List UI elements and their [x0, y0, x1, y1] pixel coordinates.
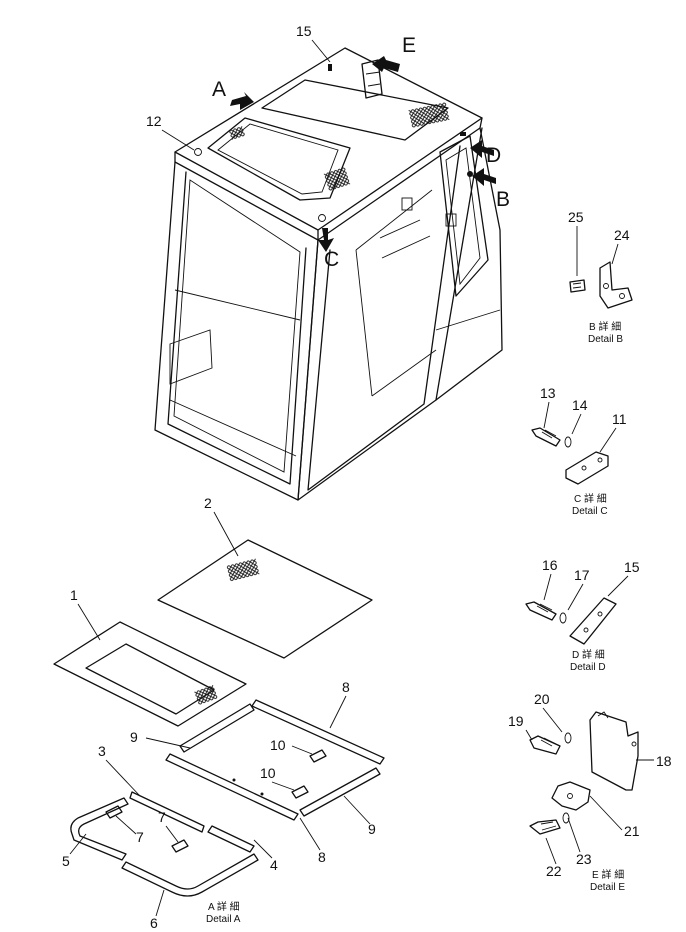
- label-7-right: 7: [158, 809, 166, 825]
- detail-a-en: Detail A: [206, 914, 241, 925]
- view-letter-b: B: [496, 188, 510, 211]
- label-22: 22: [546, 863, 562, 879]
- detail-b-en: Detail B: [588, 334, 623, 345]
- label-18: 18: [656, 753, 672, 769]
- detail-c-jp: C 詳 細: [574, 492, 607, 505]
- detail-e-jp: E 詳 細: [592, 868, 624, 881]
- detail-c: 13 14 11 C 詳 細 Detail C: [531, 385, 627, 517]
- label-4: 4: [270, 857, 278, 873]
- detail-d: 16 17 15 D 詳 細 Detail D: [525, 557, 640, 673]
- view-letter-c: C: [324, 248, 339, 271]
- label-5: 5: [62, 853, 70, 869]
- label-7-left: 7: [136, 829, 144, 845]
- label-8-top: 8: [342, 679, 350, 695]
- part-1-window: 1: [53, 587, 247, 727]
- label-8-bottom: 8: [318, 849, 326, 865]
- label-17: 17: [574, 567, 590, 583]
- label-11: 11: [612, 411, 627, 427]
- label-15-top: 15: [296, 23, 312, 39]
- detail-d-en: Detail D: [570, 662, 606, 673]
- label-9-right: 9: [368, 821, 376, 837]
- detail-c-en: Detail C: [572, 506, 608, 517]
- frame-assembly: 8 9 10 10 9 8: [130, 679, 385, 865]
- label-24: 24: [614, 227, 630, 243]
- detail-e-en: Detail E: [590, 882, 625, 893]
- label-13: 13: [540, 385, 556, 401]
- detail-d-jp: D 詳 細: [572, 648, 605, 661]
- label-23: 23: [576, 851, 592, 867]
- view-letter-a: A: [212, 78, 226, 101]
- label-3: 3: [98, 743, 106, 759]
- label-21: 21: [624, 823, 640, 839]
- view-arrows: [230, 56, 496, 252]
- label-9-left: 9: [130, 729, 138, 745]
- label-2: 2: [204, 495, 212, 511]
- label-16: 16: [542, 557, 558, 573]
- label-20: 20: [534, 691, 550, 707]
- label-1: 1: [70, 587, 78, 603]
- label-14: 14: [572, 397, 588, 413]
- label-15-detail: 15: [624, 559, 640, 575]
- detail-e: 20 19 18 21 22 23 E 詳 細 Detail E: [508, 691, 672, 893]
- label-6: 6: [150, 915, 158, 931]
- label-19: 19: [508, 713, 524, 729]
- part-2-sheet: 2: [157, 495, 373, 659]
- label-10-top: 10: [270, 737, 286, 753]
- detail-b: 25 24 B 詳 細 Detail B: [568, 209, 633, 345]
- label-12: 12: [146, 113, 162, 129]
- view-letter-d: D: [486, 144, 501, 167]
- view-letter-e: E: [402, 34, 416, 57]
- detail-a-jp: A 詳 細: [208, 900, 240, 913]
- detail-b-jp: B 詳 細: [589, 320, 621, 333]
- cab-assembly: [154, 47, 503, 501]
- detail-a: 3 7 7 5 4 6 A 詳 細 Detail A: [62, 743, 278, 931]
- label-25: 25: [568, 209, 584, 225]
- label-10-bottom: 10: [260, 765, 276, 781]
